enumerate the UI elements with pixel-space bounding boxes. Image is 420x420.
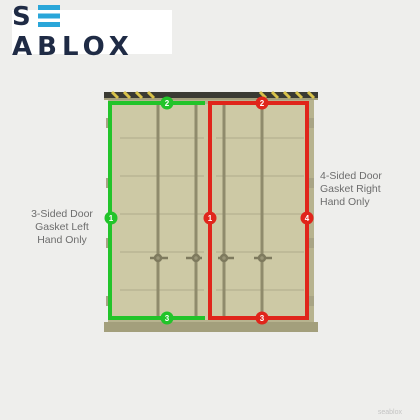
svg-text:3: 3 — [260, 314, 265, 323]
right-door — [212, 104, 308, 320]
logo-letters: ABLOX — [12, 32, 134, 62]
right-gasket-label: 4-Sided Door Gasket Right Hand Only — [320, 170, 382, 208]
right-marker-4: 4 — [300, 211, 314, 225]
door-corrugation — [120, 137, 304, 291]
logo-e-glyph — [37, 5, 60, 27]
svg-text:3: 3 — [165, 314, 170, 323]
svg-text:1: 1 — [208, 214, 213, 223]
seablox-logo: S ABLOX — [12, 2, 172, 62]
right-marker-3: 3 — [255, 311, 269, 325]
left-marker-2: 2 — [160, 96, 174, 110]
svg-text:4: 4 — [305, 214, 310, 223]
svg-text:2: 2 — [260, 99, 265, 108]
left-door — [112, 104, 208, 320]
hazard-stripes — [104, 90, 318, 100]
left-marker-1: 1 — [104, 211, 118, 225]
right-marker-2: 2 — [255, 96, 269, 110]
watermark: seablox — [377, 409, 402, 416]
left-gasket-label: 3-Sided Door Gasket Left Hand Only — [31, 208, 93, 246]
door-handles — [150, 253, 272, 263]
left-gasket-outline — [108, 101, 205, 320]
svg-text:2: 2 — [165, 99, 170, 108]
logo-wordmark: S ABLOX — [12, 2, 172, 62]
svg-text:1: 1 — [109, 214, 114, 223]
left-marker-3: 3 — [160, 311, 174, 325]
right-marker-1: 1 — [203, 211, 217, 225]
logo-letter-s: S — [12, 2, 36, 32]
lock-rods — [156, 104, 264, 320]
